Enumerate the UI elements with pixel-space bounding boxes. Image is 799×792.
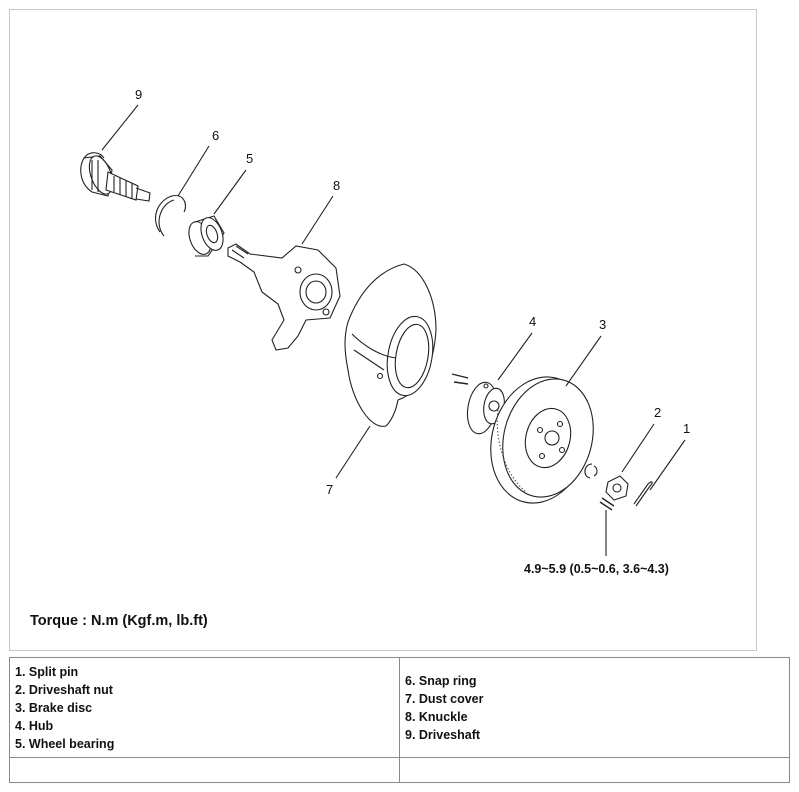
- knuckle-part: [227, 243, 341, 351]
- callout-2: 2: [654, 405, 661, 420]
- leader-line-3: [565, 335, 602, 387]
- legend-item-split-pin: 1. Split pin: [15, 664, 79, 679]
- leader-line-4: [497, 332, 533, 381]
- legend-item-snap-ring: 6. Snap ring: [405, 673, 477, 688]
- legend-item-brake-disc: 3. Brake disc: [15, 700, 93, 715]
- legend-row: 1. Split pin 2. Driveshaft nut 3. Brake …: [9, 657, 790, 758]
- snap-ring-part: [155, 194, 187, 237]
- legend-item-knuckle: 8. Knuckle: [405, 709, 468, 724]
- washer-part: [584, 463, 598, 479]
- torque-units-label: Torque : N.m (Kgf.m, lb.ft): [30, 613, 208, 629]
- parts-legend-table: 1. Split pin 2. Driveshaft nut 3. Brake …: [9, 657, 790, 783]
- driveshaft-part: [80, 152, 151, 202]
- leader-line-1: [649, 439, 686, 491]
- callout-5: 5: [246, 151, 253, 166]
- legend-cell-right: 6. Snap ring 7. Dust cover 8. Knuckle 9.…: [399, 657, 790, 758]
- callout-7: 7: [326, 482, 333, 497]
- legend-empty-cell-left: [9, 757, 400, 783]
- dust-cover-part: [344, 263, 437, 427]
- legend-item-driveshaft-nut: 2. Driveshaft nut: [15, 682, 113, 697]
- split-pin-part: [633, 481, 653, 507]
- callout-9: 9: [135, 87, 142, 102]
- leader-line-9: [101, 104, 139, 151]
- figure-frame: [9, 9, 757, 651]
- leader-line-5: [213, 169, 247, 215]
- legend-item-driveshaft: 9. Driveshaft: [405, 727, 481, 742]
- leader-line-6: [177, 145, 210, 197]
- torque-spec-label: 4.9~5.9 (0.5~0.6, 3.6~4.3): [524, 562, 669, 576]
- legend-cell-left: 1. Split pin 2. Driveshaft nut 3. Brake …: [9, 657, 400, 758]
- wheel-bearing-part: [188, 215, 225, 257]
- callout-1: 1: [683, 421, 690, 436]
- legend-item-hub: 4. Hub: [15, 718, 54, 733]
- legend-item-wheel-bearing: 5. Wheel bearing: [15, 736, 115, 751]
- callout-3: 3: [599, 317, 606, 332]
- leader-line-7: [335, 425, 371, 479]
- hub-part: [451, 373, 505, 435]
- legend-empty-row: [9, 757, 790, 783]
- brake-disc-part: [490, 376, 594, 504]
- leader-line-2: [621, 423, 655, 473]
- callout-4: 4: [529, 314, 536, 329]
- legend-empty-cell-right: [399, 757, 790, 783]
- callout-6: 6: [212, 128, 219, 143]
- driveshaft-nut-part: [599, 475, 629, 511]
- legend-item-dust-cover: 7. Dust cover: [405, 691, 484, 706]
- exploded-view-diagram: 9 6 5 8 7 4 3 2 1 4.9~5.9 (0.5~0.6, 3.6~…: [80, 87, 690, 576]
- callout-8: 8: [333, 178, 340, 193]
- leader-line-8: [301, 195, 334, 245]
